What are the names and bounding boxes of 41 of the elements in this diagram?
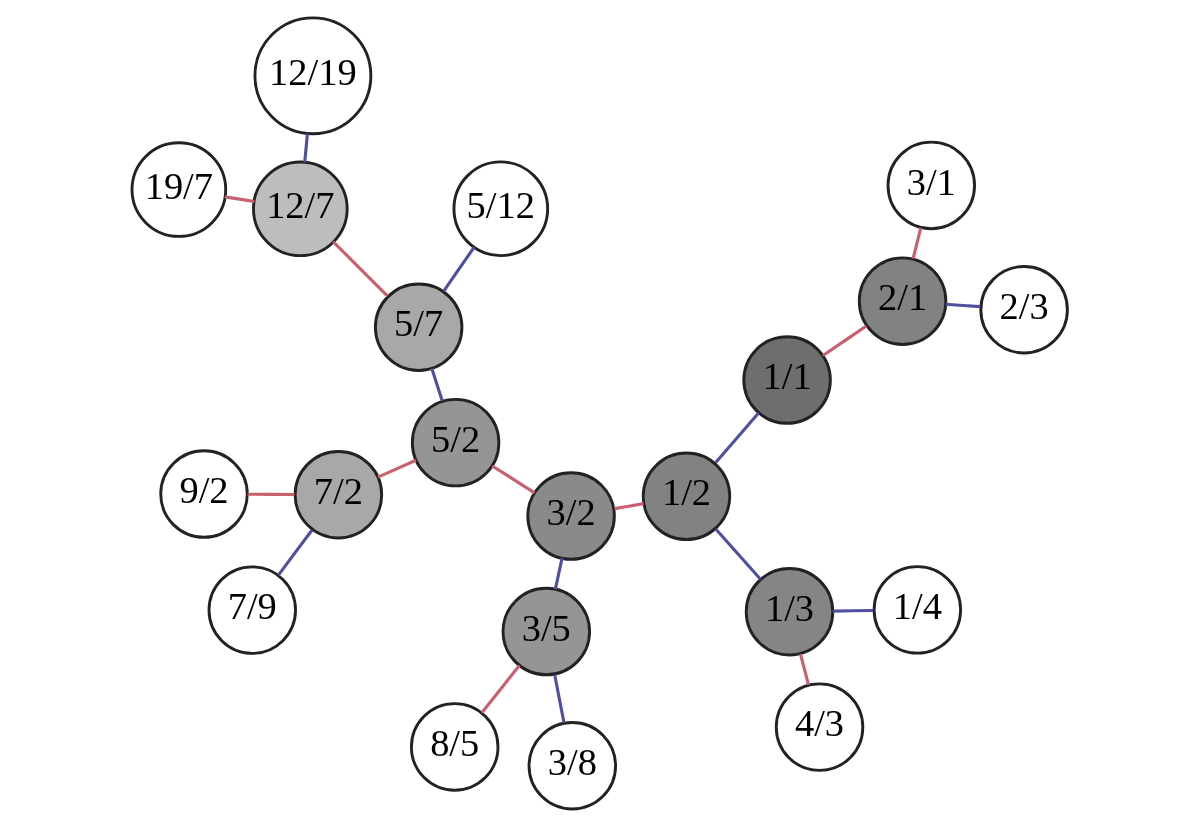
node-circle: 4/3 [774, 682, 864, 772]
connector [713, 412, 760, 464]
node-circle: 19/7 [130, 141, 227, 238]
connector [480, 664, 521, 714]
connector [821, 324, 867, 357]
node-circle: 9/2 [158, 449, 249, 539]
node-circle: 5/12 [452, 160, 549, 258]
node-circle: 7/9 [207, 565, 297, 655]
connector [276, 529, 313, 576]
node-circle: 1/4 [872, 565, 962, 655]
node-circle: 8/5 [409, 702, 499, 792]
node-circle: 2/3 [978, 265, 1069, 355]
connector [714, 528, 762, 581]
connector [832, 608, 873, 613]
node-circle: 2/1 [857, 256, 947, 346]
node-circle: 12/19 [253, 16, 372, 136]
connector [552, 674, 565, 723]
node-circle: 7/2 [293, 450, 383, 540]
node-circle: 1/2 [641, 451, 731, 541]
connector [945, 302, 980, 309]
connector [376, 458, 417, 479]
connector [490, 464, 535, 495]
node-circle: 1/1 [741, 335, 832, 425]
connector [798, 653, 810, 686]
node-circle: 1/3 [744, 567, 834, 657]
connector [247, 492, 294, 497]
node-circle: 3/8 [527, 721, 617, 811]
node-circle: 5/2 [410, 397, 500, 488]
connector [441, 246, 475, 292]
node-circle: 3/5 [501, 586, 591, 677]
node-circle: 3/2 [525, 471, 616, 561]
connector [911, 227, 922, 260]
node-circle: 12/7 [251, 160, 349, 258]
connector [553, 558, 564, 590]
connector [331, 240, 389, 298]
connector [429, 367, 444, 402]
node-circle: 3/1 [886, 140, 976, 231]
node-circle: 5/7 [373, 282, 463, 372]
connector [613, 502, 644, 511]
connector [224, 195, 255, 204]
connector [302, 133, 309, 163]
